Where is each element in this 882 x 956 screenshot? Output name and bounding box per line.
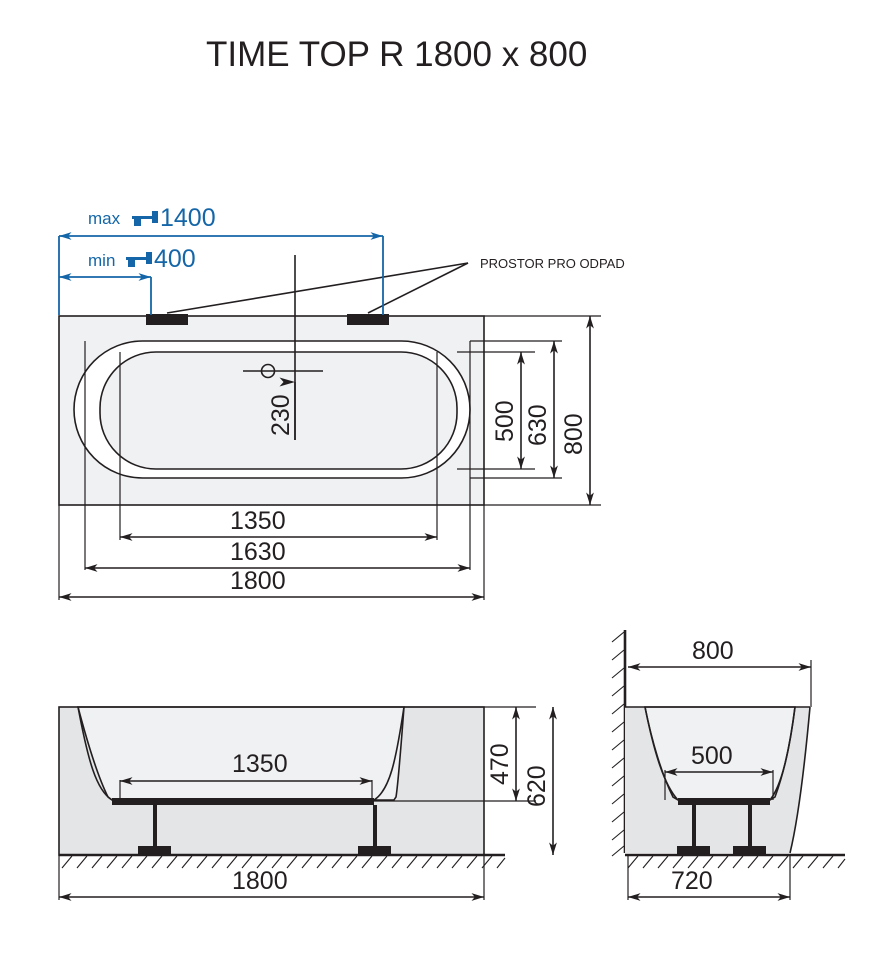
dim-500-label: 500 xyxy=(491,400,519,442)
page-title: TIME TOP R 1800 x 800 xyxy=(206,35,587,74)
dim-1800-label: 1800 xyxy=(230,567,286,595)
side-view-leg-right xyxy=(748,805,752,848)
side-view-foot-right xyxy=(733,846,766,854)
front-view-foot-right xyxy=(358,846,391,854)
front-view-left-curve xyxy=(77,706,113,801)
side-view-foot-left xyxy=(677,846,710,854)
drain-space-marker-left xyxy=(146,314,188,325)
side-view-left-curve xyxy=(644,706,679,801)
front-view-base-plate xyxy=(112,798,374,805)
faucet-icon-min xyxy=(126,252,152,267)
side-view-base-plate xyxy=(678,798,770,805)
leader-line-left xyxy=(166,262,469,314)
dim-630-label: 630 xyxy=(524,404,552,446)
front-view-leg-left xyxy=(153,805,157,848)
dim-1350-label: 1350 xyxy=(230,507,286,535)
side-dim-500-label: 500 xyxy=(691,742,733,770)
front-view-basin xyxy=(76,706,405,801)
dim-min-value: 400 xyxy=(154,245,196,273)
dim-max-value: 1400 xyxy=(160,204,216,232)
front-dim-1350-label: 1350 xyxy=(232,750,288,778)
front-view-right-curve xyxy=(373,706,405,801)
top-view-basin-oval xyxy=(99,351,458,470)
dim-max-prefix: max xyxy=(88,209,121,228)
side-view-outer-curve xyxy=(789,706,811,854)
front-elevation: 1350 1800 470 620 xyxy=(58,706,557,901)
front-dim-1800-label: 1800 xyxy=(232,867,288,895)
side-elevation: 800 500 720 xyxy=(611,630,846,901)
drain-space-label: PROSTOR PRO ODPAD xyxy=(480,256,625,271)
side-dim-800-label: 800 xyxy=(692,637,734,665)
side-dim-720-label: 720 xyxy=(671,867,713,895)
drain-circle xyxy=(260,363,276,379)
front-view-leg-right xyxy=(373,805,377,848)
faucet-icon-max xyxy=(132,211,158,226)
top-view: 230 PROSTOR PRO ODPAD max 1400 min 400 xyxy=(58,204,625,601)
front-dim-470-label: 470 xyxy=(486,743,514,785)
dim-min-prefix: min xyxy=(88,251,115,270)
dim-1630-label: 1630 xyxy=(230,538,286,566)
front-view-foot-left xyxy=(138,846,171,854)
drain-space-marker-right xyxy=(347,314,389,325)
dim-800-label: 800 xyxy=(560,413,588,455)
leader-line-right xyxy=(367,262,469,314)
dim-230-label: 230 xyxy=(267,394,295,436)
front-dim-620-label: 620 xyxy=(523,765,551,807)
side-view-ground-hatch xyxy=(627,855,846,869)
side-view-leg-left xyxy=(692,805,696,848)
side-view-wall-hatch xyxy=(611,631,625,857)
